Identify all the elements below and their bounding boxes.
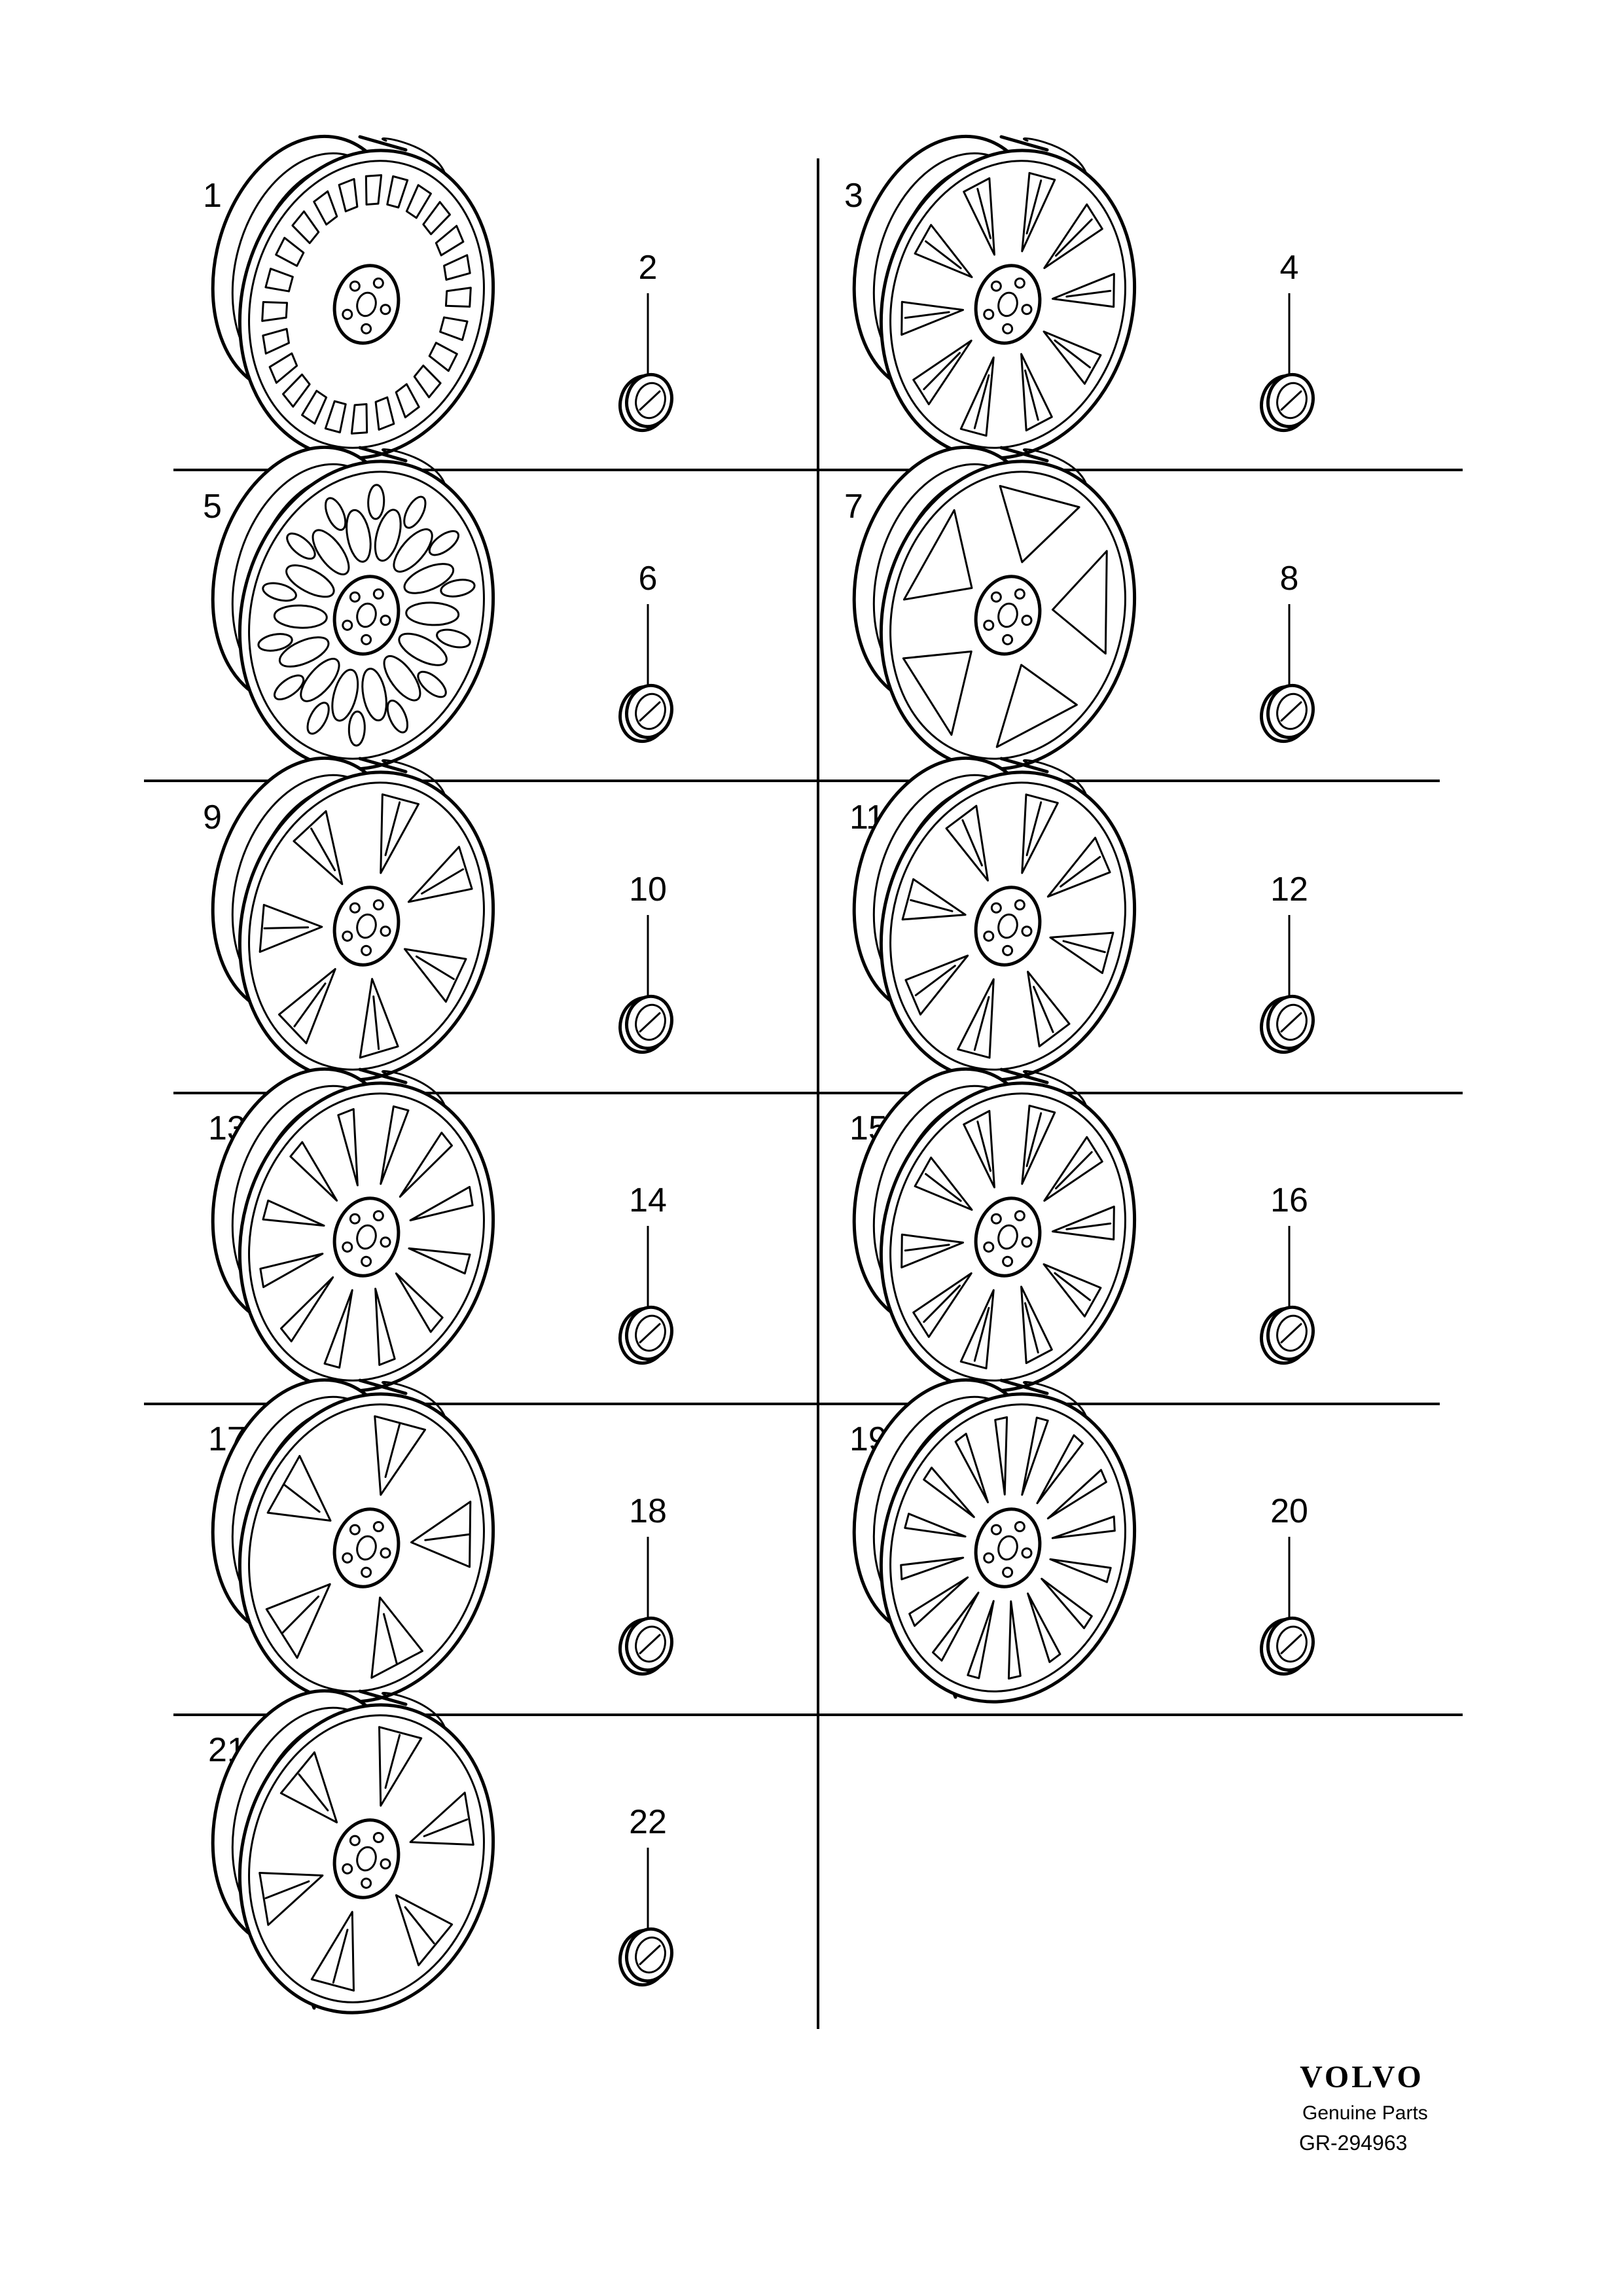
wheel-illustration — [852, 756, 1137, 1082]
cap-callout-number: 8 — [1280, 560, 1299, 598]
center-cap-illustration — [618, 1226, 673, 1365]
drawing-number: GR-294963 — [1299, 2131, 1408, 2155]
part-panel: 56 — [203, 445, 673, 771]
wheel-illustration — [211, 1689, 495, 2015]
center-cap-illustration — [1260, 293, 1315, 433]
center-cap-illustration — [618, 915, 673, 1054]
center-cap-illustration — [618, 293, 673, 433]
center-cap-illustration — [1260, 1537, 1315, 1676]
part-panel: 9 10 — [203, 756, 673, 1082]
cap-callout-number: 18 — [629, 1492, 667, 1530]
wheel-callout-number: 9 — [203, 798, 222, 836]
wheel-illustration — [852, 1378, 1137, 1704]
part-panel: 12 — [203, 134, 673, 460]
wheel-illustration — [211, 1378, 495, 1704]
wheel-illustration — [852, 445, 1137, 771]
center-cap-illustration — [1260, 604, 1315, 744]
wheel-callout-number: 7 — [844, 488, 863, 526]
wheel-callout-number: 5 — [203, 488, 222, 526]
center-cap-illustration — [618, 1537, 673, 1676]
cap-callout-number: 20 — [1270, 1492, 1308, 1530]
center-cap-illustration — [1260, 915, 1315, 1054]
wheel-illustration — [211, 756, 495, 1082]
genuine-parts-label: Genuine Parts — [1302, 2102, 1428, 2124]
cap-callout-number: 10 — [629, 870, 667, 908]
cap-callout-number: 4 — [1280, 249, 1299, 287]
cap-callout-number: 12 — [1270, 870, 1308, 908]
center-cap-illustration — [618, 1848, 673, 1987]
wheel-illustration — [852, 1067, 1137, 1393]
cap-callout-number: 14 — [629, 1181, 667, 1219]
cap-callout-number: 2 — [639, 249, 658, 287]
wheel-callout-number: 1 — [203, 177, 222, 215]
wheel-illustration — [852, 134, 1137, 460]
center-cap-illustration — [1260, 1226, 1315, 1365]
wheel-illustration — [211, 134, 495, 460]
wheel-illustration — [211, 445, 495, 771]
part-panel: 78 — [844, 445, 1315, 771]
cap-callout-number: 16 — [1270, 1181, 1308, 1219]
volvo-logo: VOLVO — [1300, 2060, 1424, 2094]
center-cap-illustration — [618, 604, 673, 744]
wheel-illustration — [211, 1067, 495, 1393]
cap-callout-number: 6 — [639, 560, 658, 598]
part-panel: 34 — [844, 134, 1315, 460]
wheel-callout-number: 3 — [844, 177, 863, 215]
cap-callout-number: 22 — [629, 1803, 667, 1841]
